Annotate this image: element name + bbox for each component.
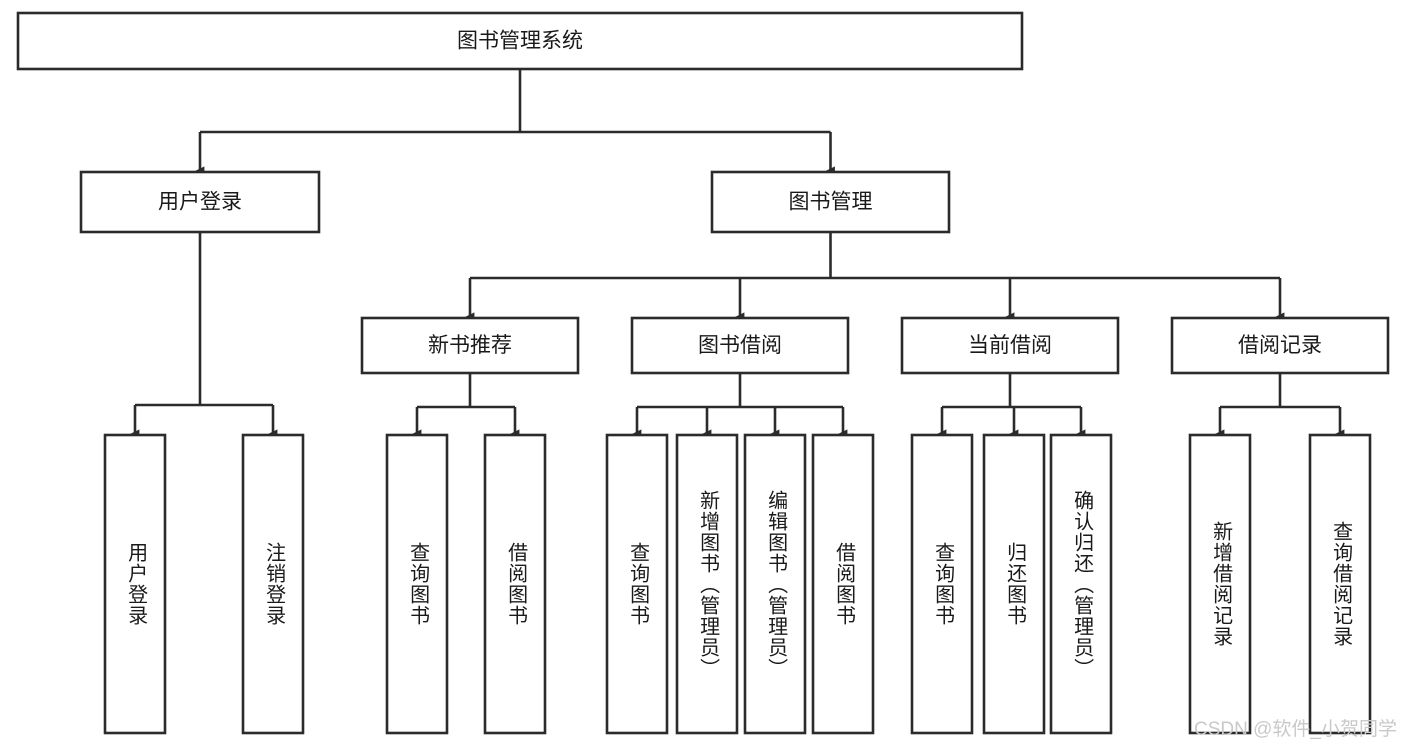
node-leaf-query-record[interactable] — [1308, 433, 1372, 735]
node-leaf-add-book[interactable] — [675, 433, 739, 735]
node-root[interactable]: 图书管理系统 — [16, 11, 1024, 71]
node-box-leaf-query-book-2[interactable] — [605, 433, 669, 735]
node-label-new-book-rec: 新书推荐 — [428, 334, 512, 357]
node-leaf-query-book-2[interactable] — [605, 433, 669, 735]
node-box-leaf-borrow-book-1[interactable] — [483, 433, 547, 735]
node-label-borrow-record: 借阅记录 — [1238, 334, 1322, 357]
node-box-leaf-add-record[interactable] — [1188, 433, 1252, 735]
node-leaf-user-login[interactable] — [103, 433, 167, 735]
node-box-current-borrow[interactable] — [900, 316, 1120, 375]
node-box-leaf-user-logout[interactable] — [241, 433, 305, 735]
node-box-borrow-record[interactable] — [1170, 316, 1390, 375]
node-box-leaf-query-book-1[interactable] — [385, 433, 449, 735]
node-box-new-book-rec[interactable] — [360, 316, 580, 375]
node-box-leaf-user-login[interactable] — [103, 433, 167, 735]
node-leaf-edit-book[interactable] — [743, 433, 807, 735]
node-box-leaf-query-book-3[interactable] — [910, 433, 974, 735]
node-box-user-login[interactable] — [79, 170, 321, 234]
node-leaf-query-book-1[interactable] — [385, 433, 449, 735]
node-label-user-login: 用户登录 — [158, 191, 242, 214]
node-box-leaf-query-record[interactable] — [1308, 433, 1372, 735]
node-box-book-manage[interactable] — [710, 170, 951, 234]
node-leaf-confirm-return[interactable] — [1049, 433, 1113, 735]
node-leaf-borrow-book-1[interactable] — [483, 433, 547, 735]
node-box-leaf-return-book[interactable] — [982, 433, 1046, 735]
node-label-current-borrow: 当前借阅 — [968, 334, 1052, 357]
node-leaf-borrow-book-2[interactable] — [811, 433, 875, 735]
connector-layer — [130, 69, 1345, 439]
node-box-leaf-borrow-book-2[interactable] — [811, 433, 875, 735]
node-label-root: 图书管理系统 — [457, 30, 583, 53]
watermark-text: CSDN @软件_小贺同学 — [1194, 719, 1397, 740]
node-leaf-user-logout[interactable] — [241, 433, 305, 735]
node-leaf-add-record[interactable] — [1188, 433, 1252, 735]
node-current-borrow[interactable]: 当前借阅 — [900, 316, 1120, 375]
node-label-book-manage: 图书管理 — [789, 191, 873, 214]
node-borrow-record[interactable]: 借阅记录 — [1170, 316, 1390, 375]
node-new-book-rec[interactable]: 新书推荐 — [360, 316, 580, 375]
node-book-manage[interactable]: 图书管理 — [710, 170, 951, 234]
node-box-leaf-add-book[interactable] — [675, 433, 739, 735]
node-leaf-return-book[interactable] — [982, 433, 1046, 735]
node-box-root[interactable] — [16, 11, 1024, 71]
node-leaf-query-book-3[interactable] — [910, 433, 974, 735]
node-user-login[interactable]: 用户登录 — [79, 170, 321, 234]
node-book-borrow[interactable]: 图书借阅 — [630, 316, 850, 375]
node-box-book-borrow[interactable] — [630, 316, 850, 375]
node-box-leaf-edit-book[interactable] — [743, 433, 807, 735]
node-label-book-borrow: 图书借阅 — [698, 334, 782, 357]
node-box-leaf-confirm-return[interactable] — [1049, 433, 1113, 735]
